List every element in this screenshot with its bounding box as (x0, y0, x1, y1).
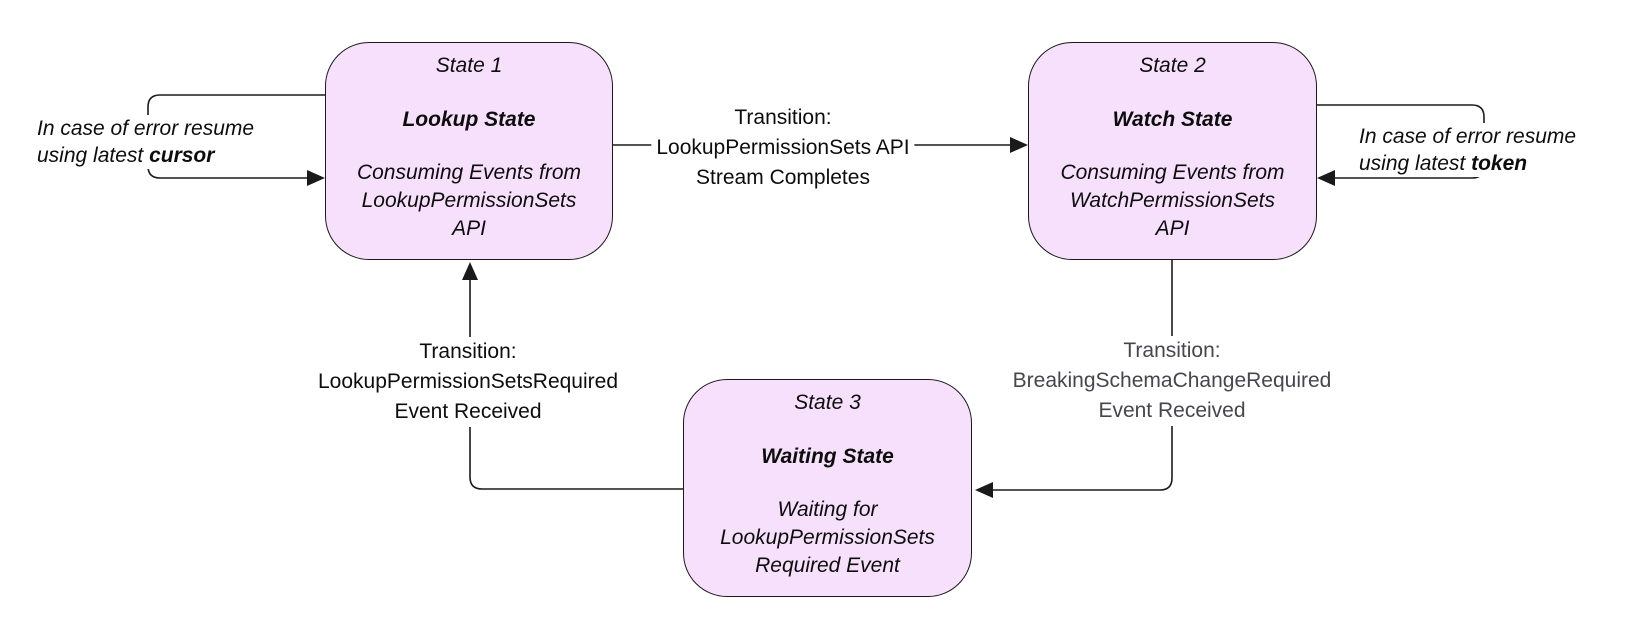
note-line-prefix: using latest (37, 144, 150, 167)
note-line-prefix: using latest (1359, 152, 1472, 175)
transition-label-line: Stream Completes (696, 166, 870, 189)
state-description-line: Consuming Events from (356, 161, 582, 184)
state-name: Waiting State (761, 445, 894, 468)
state-description-line: WatchPermissionSets (1069, 189, 1276, 212)
state-label: State 2 (1139, 54, 1206, 77)
note-line: In case of error resume (37, 117, 255, 140)
error-resume-note-token: In case of error resume using latest tok… (1356, 123, 1580, 177)
note-line-bold: token (1471, 152, 1528, 175)
arrowhead-left-icon (1317, 170, 1335, 186)
transition-label-state3-to-state1: Transition: LookupPermissionSetsRequired… (313, 337, 623, 427)
state-description: Waiting for LookupPermissionSets Require… (720, 496, 935, 580)
state-description-line: LookupPermissionSets (361, 189, 577, 212)
state-description-line: LookupPermissionSets (720, 526, 935, 549)
note-line-bold: cursor (149, 144, 215, 167)
arrowhead-right-icon (1010, 137, 1028, 153)
arrowhead-up-icon (462, 262, 478, 280)
transition-label-line: Event Received (394, 400, 542, 423)
note-line: using latest token (1359, 150, 1576, 177)
error-resume-note-cursor: In case of error resume using latest cur… (34, 115, 258, 169)
state-name: Watch State (1112, 108, 1233, 131)
transition-label-state1-to-state2: Transition: LookupPermissionSets API Str… (651, 103, 915, 193)
state-description-line: API (1155, 217, 1190, 240)
note-line: In case of error resume (1359, 125, 1577, 148)
state-description: Consuming Events from LookupPermissionSe… (357, 159, 581, 243)
state-description-line: Required Event (755, 554, 900, 577)
transition-label-line: BreakingSchemaChangeRequired (1012, 369, 1332, 392)
state-description-line: Consuming Events from (1060, 161, 1285, 184)
state-name: Lookup State (402, 108, 536, 131)
note-line: using latest cursor (37, 142, 254, 169)
state-node-lookup: State 1 Lookup State Consuming Events fr… (325, 42, 613, 260)
transition-label-line: LookupPermissionSetsRequired (318, 370, 618, 393)
transition-label-state2-to-state3: Transition: BreakingSchemaChangeRequired… (1007, 336, 1337, 426)
state-description-line: API (452, 217, 486, 240)
state-description: Consuming Events from WatchPermissionSet… (1060, 159, 1284, 243)
state-label: State 3 (794, 391, 861, 414)
connector-state3-to-state1 (469, 280, 683, 490)
arrowhead-right-icon (307, 170, 325, 186)
state-description-line: Waiting for (777, 498, 878, 521)
state-node-waiting: State 3 Waiting State Waiting for Lookup… (683, 379, 972, 597)
transition-label-line: Transition: (419, 340, 517, 363)
arrowhead-left-icon (975, 482, 993, 498)
transition-label-line: Transition: (734, 106, 832, 129)
transition-label-line: LookupPermissionSets API (656, 136, 910, 159)
transition-label-line: Transition: (1123, 339, 1221, 362)
connector-state2-to-state3 (993, 260, 1173, 491)
state-label: State 1 (435, 54, 503, 77)
state-node-watch: State 2 Watch State Consuming Events fro… (1028, 42, 1317, 260)
transition-label-line: Event Received (1098, 399, 1246, 422)
